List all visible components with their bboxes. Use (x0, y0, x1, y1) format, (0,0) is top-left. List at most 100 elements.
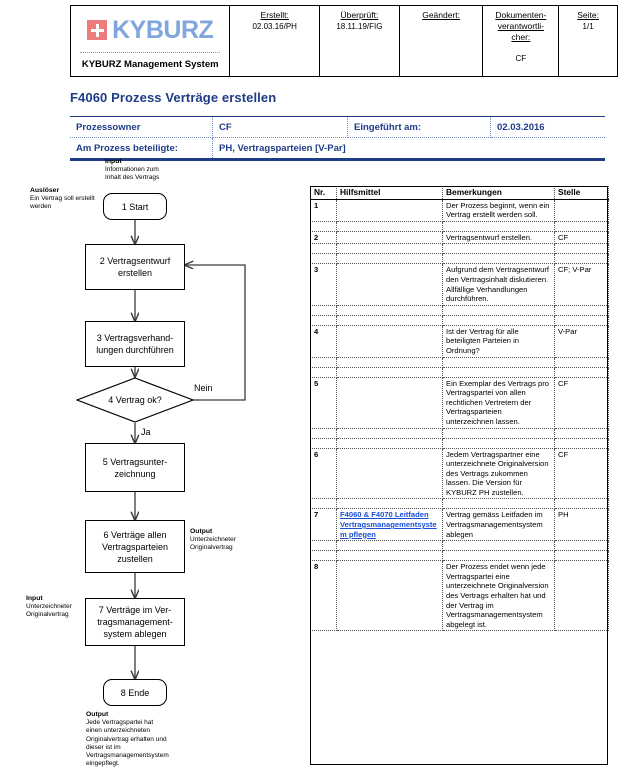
flow-node-2-line1: 2 Vertragsentwurf (99, 256, 171, 266)
spacer-cell (336, 540, 443, 552)
header-value-erstellt: 02.03.16/PH (252, 22, 297, 31)
flow-node-4-decision[interactable]: 4 Vertrag ok? (76, 377, 194, 423)
table-spacer-row (310, 253, 609, 265)
document-header-table: KYBURZ KYBURZ Management System Erstellt… (70, 5, 618, 77)
step-6-bemerkungen: Jedem Vertragspartner eine unterzeichnet… (442, 447, 555, 500)
table-spacer-row (310, 243, 609, 255)
table-header-row: Nr. Hilfsmittel Bemerkungen Stelle (310, 186, 609, 200)
logo-cell: KYBURZ KYBURZ Management System (71, 6, 231, 76)
spacer-cell (554, 304, 609, 316)
spacer-cell (554, 366, 609, 378)
spacer-cell (336, 550, 443, 562)
step-6-nr: 6 (310, 447, 337, 500)
step-6-stelle: CF (554, 447, 609, 500)
meta-value-beteiligte: PH, Vertragsparteien [V-Par] (212, 137, 605, 160)
header-field-seite: Seite: 1/1 (559, 6, 617, 76)
spacer-cell (310, 314, 337, 326)
flow-node-7-vertraege-ablegen[interactable]: 7 Verträge im Ver- tragsmanagement- syst… (85, 598, 185, 646)
spacer-cell (442, 550, 555, 562)
spacer-cell (310, 498, 337, 510)
flow-node-3-vertragsverhandlungen[interactable]: 3 Vertragsverhand- lungen durchführen (85, 321, 185, 367)
spacer-cell (336, 243, 443, 255)
flow-node-6-vertraege-zustellen[interactable]: 6 Verträge allen Vertragsparteien zustel… (85, 520, 185, 573)
flow-node-5-label: 5 Vertragsunter- zeichnung (103, 456, 168, 480)
annotation-input-top-body: Informationen zum Inhalt des Vertrags (105, 166, 160, 182)
annotation-output-end-title: Output (86, 711, 109, 718)
step-3-stelle: CF; V-Par (554, 263, 609, 306)
spacer-cell (442, 498, 555, 510)
step-7-bemerkungen: Vertrag gemäss Leitfaden im Vertragsmana… (442, 508, 555, 542)
flow-node-3-line1: 3 Vertragsverhand- (96, 333, 174, 343)
step-5-nr: 5 (310, 376, 337, 429)
spacer-cell (310, 220, 337, 232)
step-1-stelle (554, 198, 609, 222)
header-label-ueberprueft: Überprüft: (340, 10, 379, 20)
spacer-cell (554, 540, 609, 552)
table-spacer-row (310, 304, 609, 316)
header-value-ueberprueft: 18.11.19/FIG (336, 22, 383, 31)
logo-wordmark: KYBURZ (112, 16, 214, 44)
flow-node-1-start[interactable]: 1 Start (103, 193, 167, 220)
flowchart-connectors (0, 220, 246, 768)
spacer-cell (310, 550, 337, 562)
flow-node-6-line1: 6 Verträge allen (103, 529, 167, 540)
step-8-nr: 8 (310, 560, 337, 632)
header-label-verant-line3: cher: (511, 32, 531, 42)
header-label-seite: Seite: (577, 10, 599, 20)
annotation-input-top: Input Informationen zum Inhalt des Vertr… (105, 158, 173, 183)
spacer-cell (442, 304, 555, 316)
step-7-hilfsmittel: F4060 & F4070 Leitfaden Vertragsmanageme… (336, 508, 443, 542)
step-1-nr: 1 (310, 198, 337, 222)
flow-node-6-line3: zustellen (117, 553, 153, 564)
step-4-nr: 4 (310, 324, 337, 358)
step-7-nr: 7 (310, 508, 337, 542)
flow-node-2-vertragsentwurf-erstellen[interactable]: 2 Vertragsentwurf erstellen (85, 244, 185, 290)
annotation-output-mid-body: Unterzeichneter Originalvertrag (190, 536, 236, 552)
flow-node-2-line2: erstellen (117, 268, 152, 278)
table-row: 6 Jedem Vertragspartner eine unterzeichn… (310, 447, 609, 500)
process-meta-table: Prozessowner CF Eingeführt am: 02.03.201… (70, 116, 605, 161)
spacer-cell (310, 366, 337, 378)
step-8-bemerkungen: Der Prozess endet wenn jede Vertragspart… (442, 560, 555, 632)
table-row: 2 Vertragsentwurf erstellen. CF (310, 230, 609, 245)
meta-value-eingefuehrt: 02.03.2016 (490, 116, 605, 138)
flow-node-5-line2: zeichnung (114, 468, 156, 479)
spacer-cell (310, 356, 337, 368)
table-spacer-row (310, 498, 609, 510)
header-label-verant-line1: Dokumenten- (495, 10, 547, 20)
step-8-hilfsmittel (336, 560, 443, 632)
header-field-erstellt: Erstellt: 02.03.16/PH (230, 6, 321, 76)
annotation-output-end: Output Jede Vertragspartei hat einen unt… (86, 711, 169, 768)
spacer-cell (554, 253, 609, 265)
spacer-cell (310, 253, 337, 265)
flow-node-5-vertragsunterzeichnung[interactable]: 5 Vertragsunter- zeichnung (85, 443, 185, 492)
spacer-cell (554, 498, 609, 510)
table-row: 4 Ist der Vertrag für alle beteiligten P… (310, 324, 609, 358)
step-5-hilfsmittel (336, 376, 443, 429)
step-6-hilfsmittel (336, 447, 443, 500)
step-7-hilfsmittel-link[interactable]: F4060 & F4070 Leitfaden Vertragsmanageme… (340, 510, 437, 539)
spacer-cell (554, 314, 609, 326)
table-row: Am Prozess beteiligte: PH, Vertragsparte… (70, 137, 605, 160)
step-3-nr: 3 (310, 263, 337, 306)
col-header-bemerkungen: Bemerkungen (442, 186, 555, 200)
meta-label-eingefuehrt: Eingeführt am: (347, 116, 491, 138)
logo-subtitle: KYBURZ Management System (81, 59, 219, 70)
flow-node-7-line3: system ablegen (103, 629, 167, 639)
flow-edge-label-ja: Ja (141, 427, 151, 437)
spacer-cell (442, 540, 555, 552)
flow-node-6-label: 6 Verträge allen Vertragsparteien zustel… (102, 529, 168, 565)
table-row: Prozessowner CF Eingeführt am: 02.03.201… (70, 116, 605, 138)
spacer-cell (336, 427, 443, 439)
header-value-seite: 1/1 (582, 22, 594, 31)
step-2-stelle: CF (554, 230, 609, 245)
flow-node-8-ende[interactable]: 8 Ende (103, 679, 167, 706)
step-8-stelle (554, 560, 609, 632)
table-spacer-row (310, 427, 609, 439)
process-steps-table: Nr. Hilfsmittel Bemerkungen Stelle 1 Der… (310, 186, 609, 632)
flow-node-5-line1: 5 Vertragsunter- (102, 456, 168, 467)
header-label-erstellt: Erstellt: (260, 10, 289, 20)
step-4-hilfsmittel (336, 324, 443, 358)
spacer-cell (554, 437, 609, 449)
annotation-output-end-body: Jede Vertragspartei hat einen unterzeich… (86, 719, 169, 768)
